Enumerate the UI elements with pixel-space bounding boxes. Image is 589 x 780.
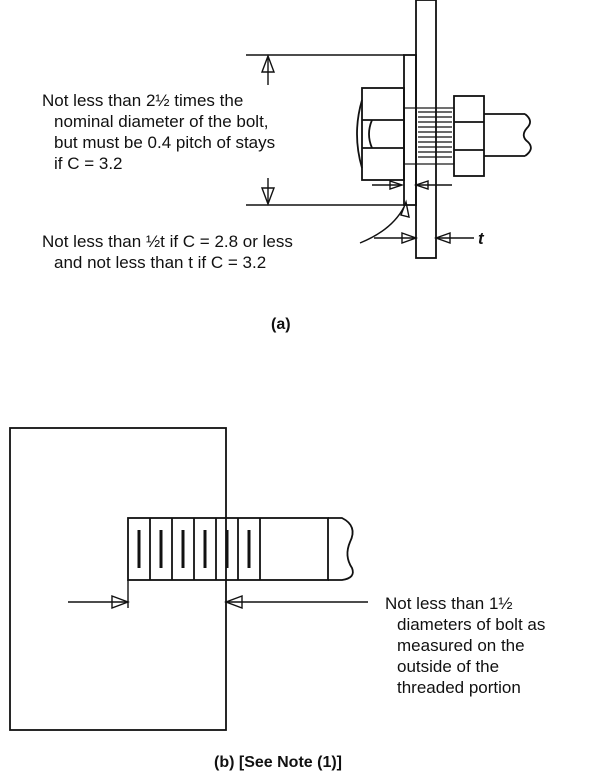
thread-label-line-4: outside of the — [397, 657, 500, 676]
nut-right — [453, 95, 485, 177]
plate-a — [415, 0, 437, 259]
thread-label: Not less than 1½ diameters of bolt as me… — [385, 593, 545, 698]
thread-label-line-3: measured on the — [397, 636, 525, 655]
caption-b: (b) [See Note (1)] — [214, 754, 342, 771]
washer-dimension — [246, 54, 404, 206]
figure-b-drawing — [9, 427, 368, 731]
thickness-dimension — [374, 232, 474, 244]
thread-label-line-1: Not less than 1½ — [385, 594, 513, 613]
thread-label-line-5: threaded portion — [397, 678, 521, 697]
nut — [356, 87, 405, 181]
weld-label-line-1: Not less than ½t if C = 2.8 or less — [42, 232, 293, 251]
weld-label-line-2: and not less than t if C = 3.2 — [54, 253, 267, 272]
bolt-shaft-b — [328, 517, 354, 581]
bolt-shaft-a — [484, 113, 532, 157]
thickness-symbol: t — [478, 229, 484, 248]
caption-a: (a) — [271, 316, 291, 333]
washer-label-line-1: Not less than 2½ times the — [42, 91, 244, 110]
plate-b — [9, 427, 227, 731]
washer-plate — [403, 54, 417, 206]
washer-label: Not less than 2½ times the nominal diame… — [42, 90, 275, 174]
washer-label-line-2: nominal diameter of the bolt, — [54, 112, 269, 131]
washer-label-line-3: but must be 0.4 pitch of stays — [54, 133, 276, 152]
weld-label: Not less than ½t if C = 2.8 or less and … — [42, 231, 293, 273]
bolt-threads-b — [127, 517, 329, 581]
weld-dimension — [359, 180, 452, 244]
bolt-threads-a — [403, 107, 455, 165]
washer-label-line-4: if C = 3.2 — [54, 154, 123, 173]
figure-a-drawing — [246, 0, 532, 259]
thread-dimension — [68, 580, 368, 610]
thread-label-line-2: diameters of bolt as — [397, 615, 546, 634]
